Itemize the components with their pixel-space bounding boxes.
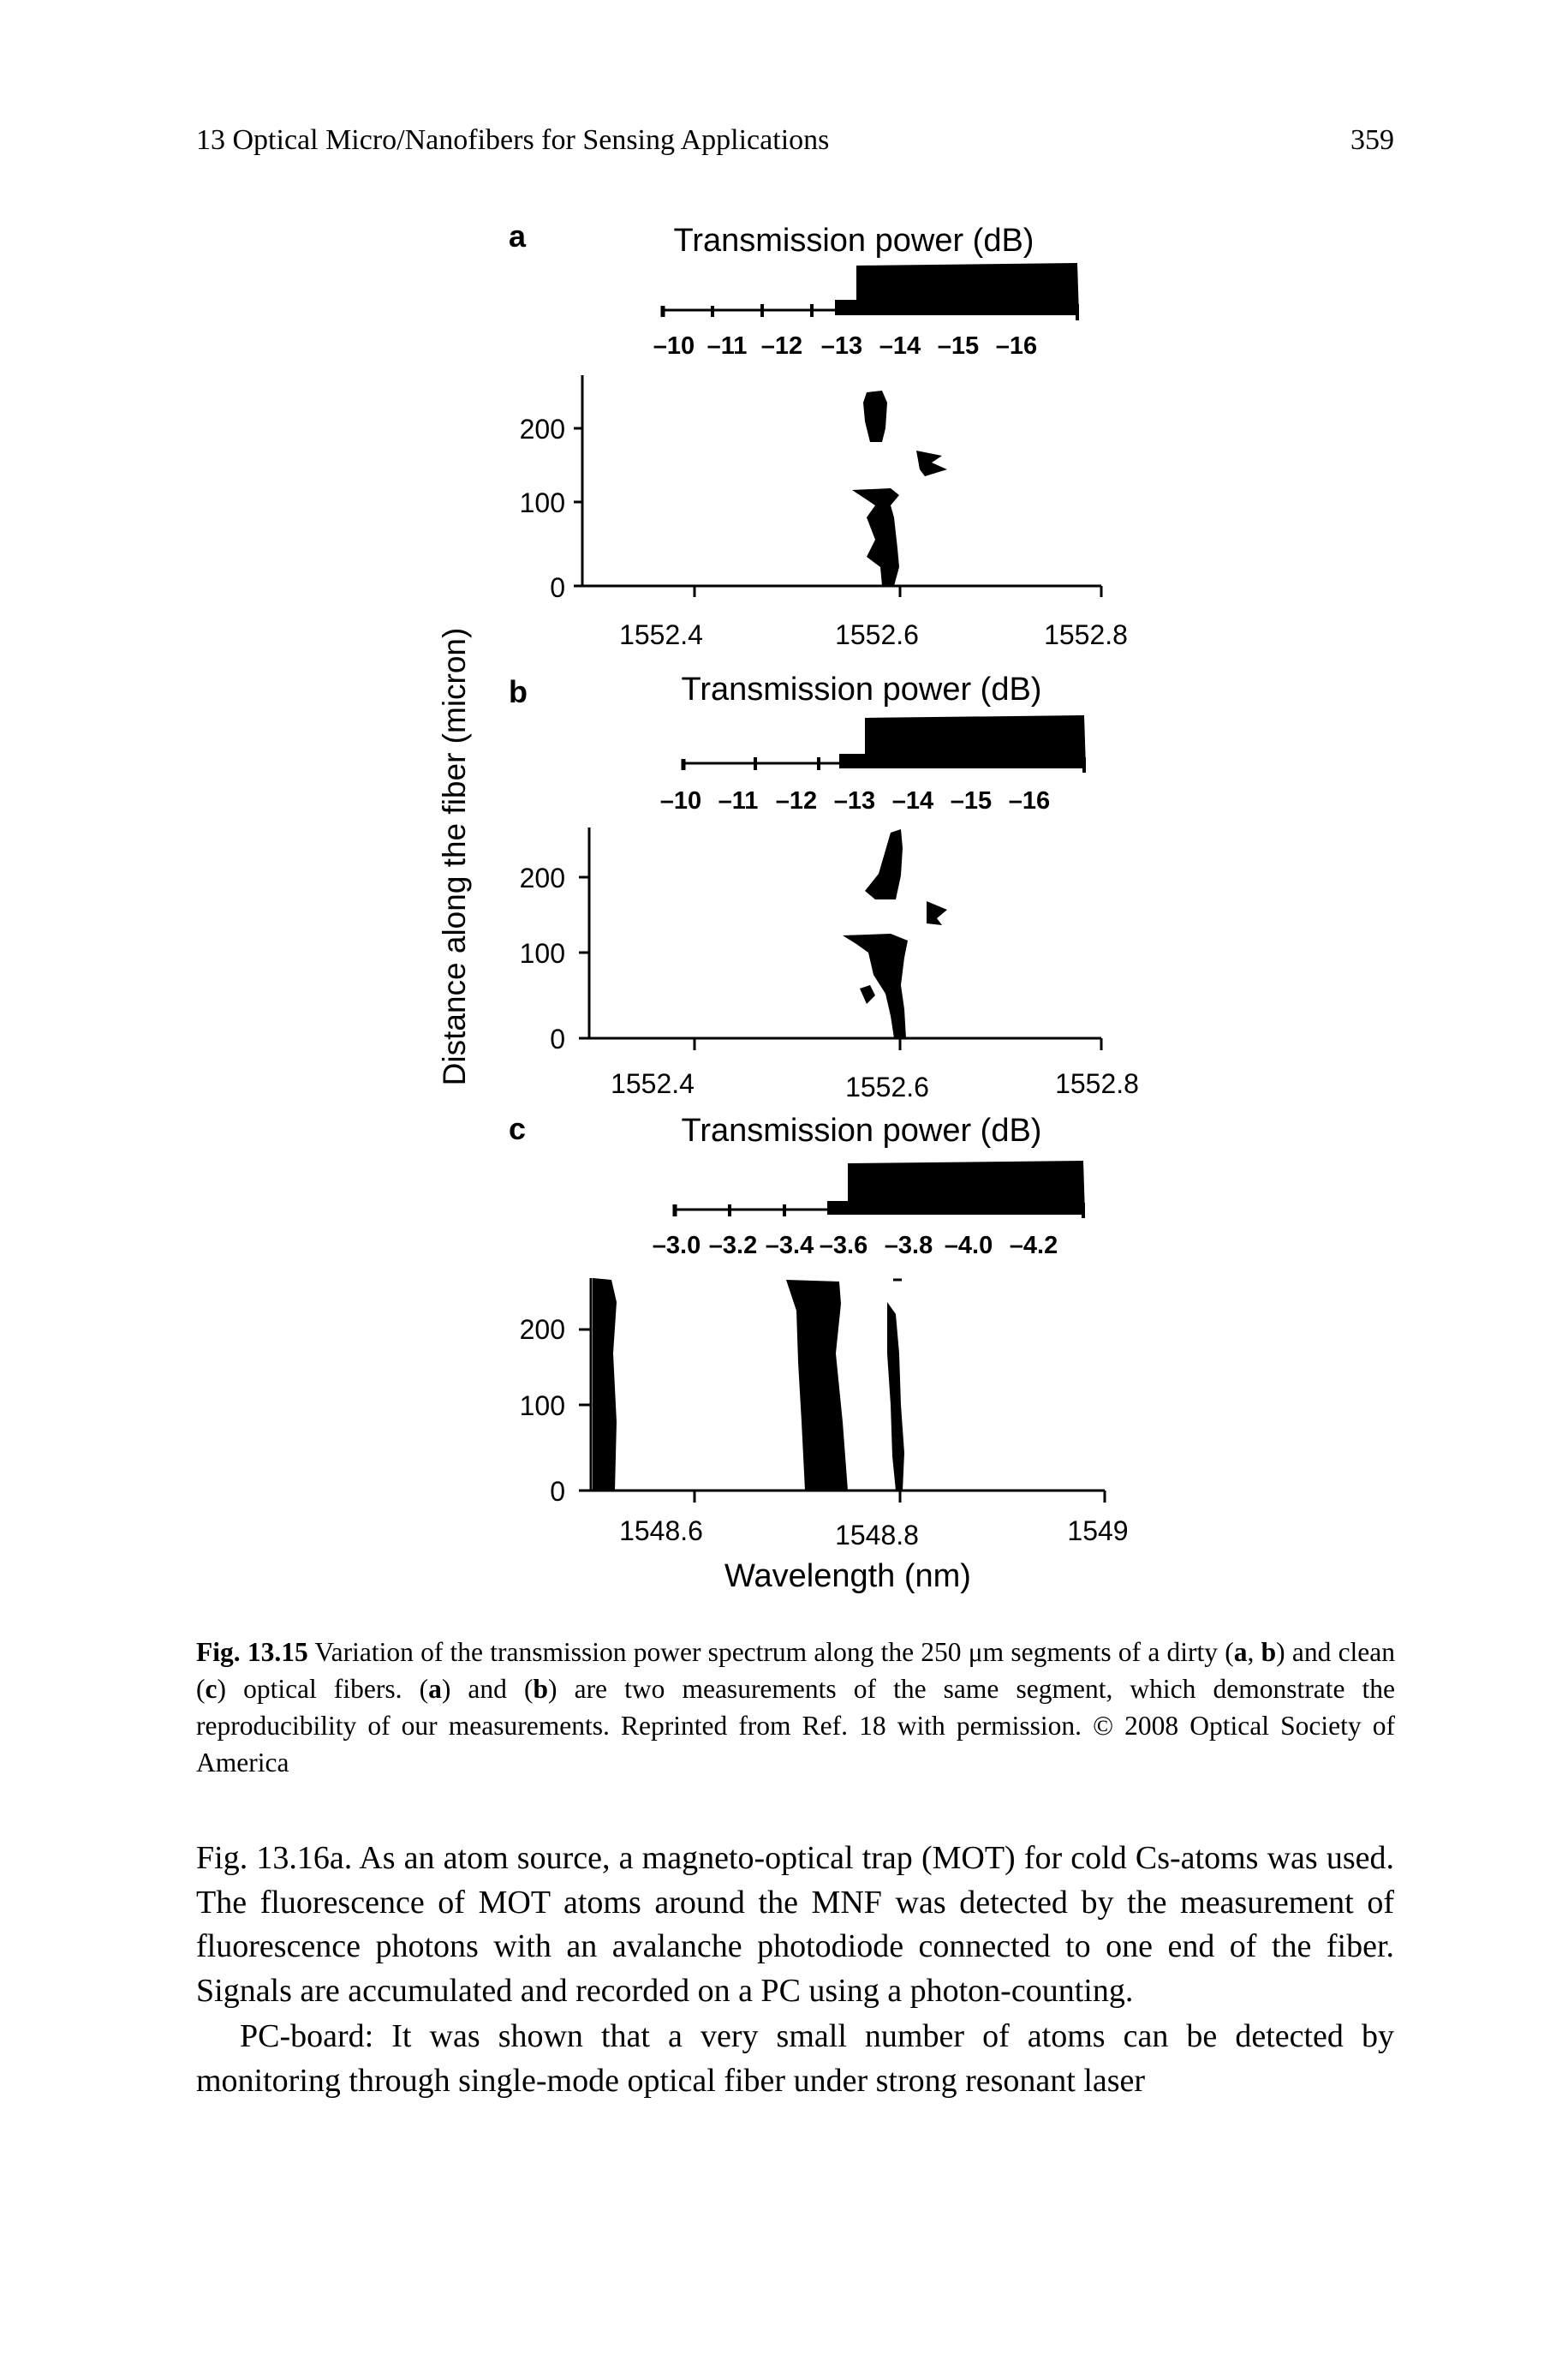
cbar-tick: –10 [660, 787, 701, 815]
panel-b-colorbar-ticks: –10 –11 –12 –13 –14 –15 –16 [660, 787, 1050, 815]
x-tick: 1552.4 [611, 1068, 695, 1099]
y-tick: 0 [550, 1024, 565, 1055]
shared-x-axis-label: Wavelength (nm) [724, 1558, 971, 1594]
y-tick: 200 [520, 414, 565, 445]
panel-a-colorbar-title: Transmission power (dB) [674, 223, 1034, 259]
cbar-tick: –14 [892, 787, 933, 815]
cbar-tick: –3.6 [820, 1232, 867, 1259]
page-number: 359 [1350, 124, 1394, 156]
x-tick: 1552.6 [845, 1072, 929, 1102]
caption-text: Variation of the transmission power spec… [307, 1637, 1234, 1667]
cbar-tick: –3.8 [885, 1232, 933, 1259]
caption-text: ) and ( [441, 1674, 534, 1704]
x-tick: 1549 [1067, 1515, 1128, 1546]
x-tick: 1552.4 [619, 619, 703, 650]
body-text: Fig. 13.16a. As an atom source, a magnet… [196, 1837, 1394, 2103]
cbar-tick: –15 [951, 787, 992, 815]
caption-ref: b [1261, 1637, 1277, 1667]
caption-text: ) are two measurements of the same segme… [196, 1674, 1396, 1778]
caption-label: Fig. 13.15 [196, 1637, 308, 1667]
cbar-tick: –14 [879, 332, 921, 360]
running-head: 13 Optical Micro/Nanofibers for Sensing … [196, 124, 830, 156]
panel-b-x-ticks: 1552.4 1552.6 1552.8 [611, 1068, 1139, 1102]
cbar-tick: –10 [653, 332, 695, 360]
panel-c: c Transmission power (dB) –3.0 –3.2 –3.4… [509, 1111, 1129, 1550]
panel-b: b Transmission power (dB) –10 –11 –12 –1… [509, 672, 1139, 1102]
panel-c-colorbar-title: Transmission power (dB) [682, 1113, 1042, 1149]
caption-ref: a [1233, 1637, 1248, 1667]
panel-b-axes [579, 828, 1103, 1050]
panel-a-y-ticks: 200 100 0 [520, 414, 565, 603]
panel-b-colorbar [681, 715, 1086, 773]
caption-text: , [1247, 1637, 1261, 1667]
x-tick: 1548.8 [835, 1520, 919, 1550]
panel-c-spectrum-map [593, 1278, 904, 1491]
x-tick: 1552.6 [835, 619, 919, 650]
cbar-tick: –11 [718, 787, 759, 815]
panel-a-colorbar-ticks: –10 –11 –12 –13 –14 –15 –16 [653, 332, 1037, 360]
y-tick: 200 [520, 863, 565, 893]
panel-b-colorbar-title: Transmission power (dB) [682, 672, 1042, 708]
y-tick: 0 [550, 1476, 565, 1507]
panel-a-colorbar [660, 263, 1079, 320]
panel-b-spectrum-map [843, 829, 947, 1038]
panel-c-colorbar [672, 1161, 1085, 1218]
cbar-tick: –15 [938, 332, 979, 360]
cbar-tick: –12 [776, 787, 817, 815]
panel-c-letter: c [509, 1111, 526, 1146]
cbar-tick: –11 [707, 332, 748, 360]
panel-a: a Transmission power (dB) –10 –11 –12 –1… [509, 218, 1128, 650]
cbar-tick: –4.2 [1010, 1232, 1058, 1259]
cbar-tick: –16 [996, 332, 1037, 360]
panel-c-y-ticks: 200 100 0 [520, 1314, 565, 1507]
cbar-tick: –13 [821, 332, 862, 360]
cbar-tick: –12 [761, 332, 802, 360]
paragraph: Fig. 13.16a. As an atom source, a magnet… [196, 1840, 1394, 2009]
x-tick: 1548.6 [619, 1515, 703, 1546]
cbar-tick: –3.0 [653, 1232, 701, 1259]
panel-a-letter: a [509, 218, 527, 254]
panel-c-x-ticks: 1548.6 1548.8 1549 [619, 1515, 1129, 1550]
figure-caption: Fig. 13.15 Variation of the transmission… [196, 1634, 1395, 1781]
panel-a-x-ticks: 1552.4 1552.6 1552.8 [619, 619, 1128, 650]
caption-ref: b [533, 1674, 548, 1704]
caption-text: ) optical fibers. ( [217, 1674, 429, 1704]
caption-ref: c [205, 1674, 218, 1704]
y-tick: 100 [520, 938, 565, 969]
caption-text: ) and clean ( [196, 1637, 1396, 1704]
cbar-tick: –3.2 [709, 1232, 757, 1259]
y-tick: 100 [520, 1390, 565, 1421]
panel-b-letter: b [509, 674, 528, 709]
y-tick: 0 [550, 572, 565, 603]
panel-b-y-ticks: 200 100 0 [520, 863, 565, 1055]
cbar-tick: –4.0 [945, 1232, 993, 1259]
figure-13-15: Distance along the fiber (micron) a Tran… [437, 218, 1139, 1594]
x-tick: 1552.8 [1055, 1068, 1139, 1099]
panel-c-colorbar-ticks: –3.0 –3.2 –3.4 –3.6 –3.8 –4.0 –4.2 [653, 1232, 1058, 1259]
y-tick: 200 [520, 1314, 565, 1345]
y-tick: 100 [520, 487, 565, 518]
shared-y-axis-label: Distance along the fiber (micron) [437, 628, 472, 1086]
paragraph: PC-board: It was shown that a very small… [196, 2018, 1394, 2099]
cbar-tick: –13 [834, 787, 875, 815]
panel-a-axes [574, 375, 1103, 597]
caption-ref: a [428, 1674, 442, 1704]
panel-a-spectrum-map [852, 391, 947, 586]
x-tick: 1552.8 [1044, 619, 1128, 650]
cbar-tick: –16 [1009, 787, 1050, 815]
cbar-tick: –3.4 [766, 1232, 814, 1259]
